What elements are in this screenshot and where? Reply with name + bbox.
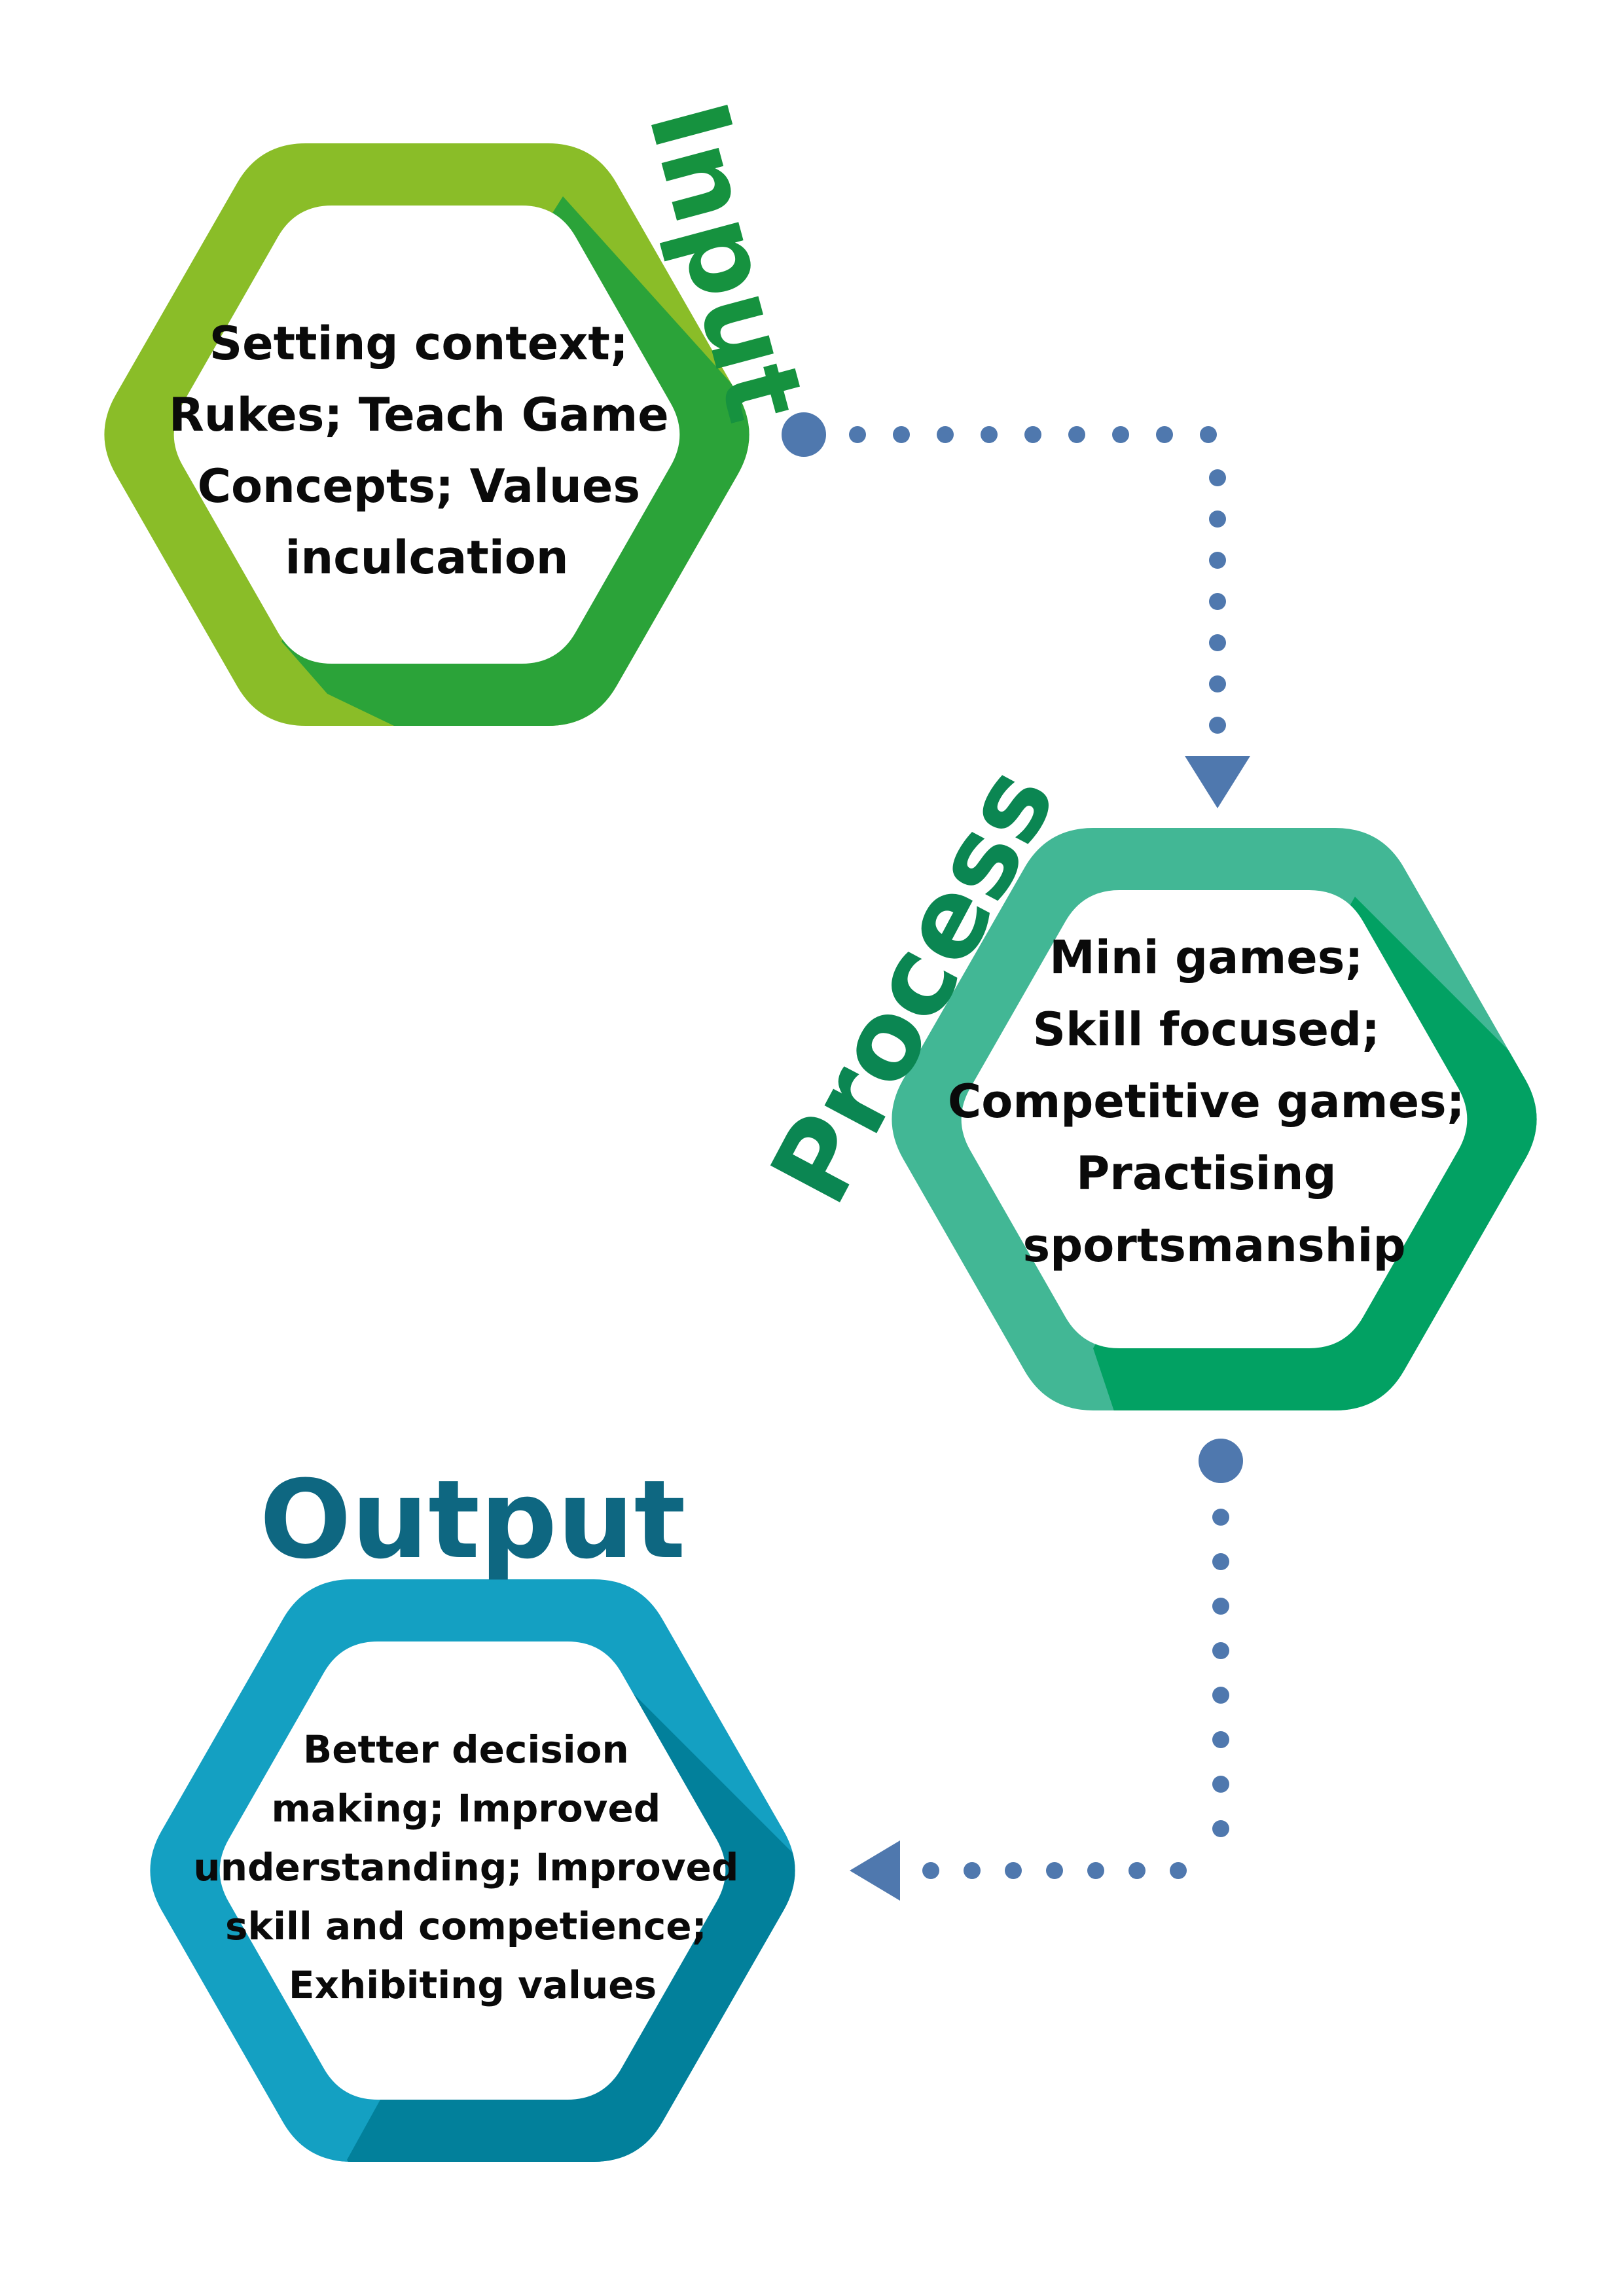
hexagon-inner-panel: [961, 890, 1468, 1348]
output-hexagon: Better decision making; Improved underst…: [150, 1457, 795, 2162]
arrow-left-icon: [850, 1840, 900, 1901]
connector-process-to-output: [850, 1439, 1243, 1901]
arrow-down-icon: [1185, 756, 1250, 808]
connector-input-to-process: [782, 412, 1250, 808]
process-description: Mini games; Skill focused; Competitive g…: [948, 931, 1481, 1272]
input-description: Setting context; Rukes; Teach Game Conce…: [169, 317, 685, 584]
hexagon-inner-panel: [173, 206, 680, 664]
connector-start-dot: [1199, 1439, 1243, 1483]
output-description: Better decision making; Improved underst…: [193, 1727, 751, 2007]
input-hexagon: Setting context; Rukes; Teach Game Conce…: [104, 90, 829, 726]
output-label: Output: [259, 1457, 685, 1583]
hexagon-inner-panel: [219, 1641, 726, 2100]
connector-start-dot: [782, 412, 826, 457]
process-hexagon: Mini games; Skill focused; Competitive g…: [747, 747, 1537, 1410]
